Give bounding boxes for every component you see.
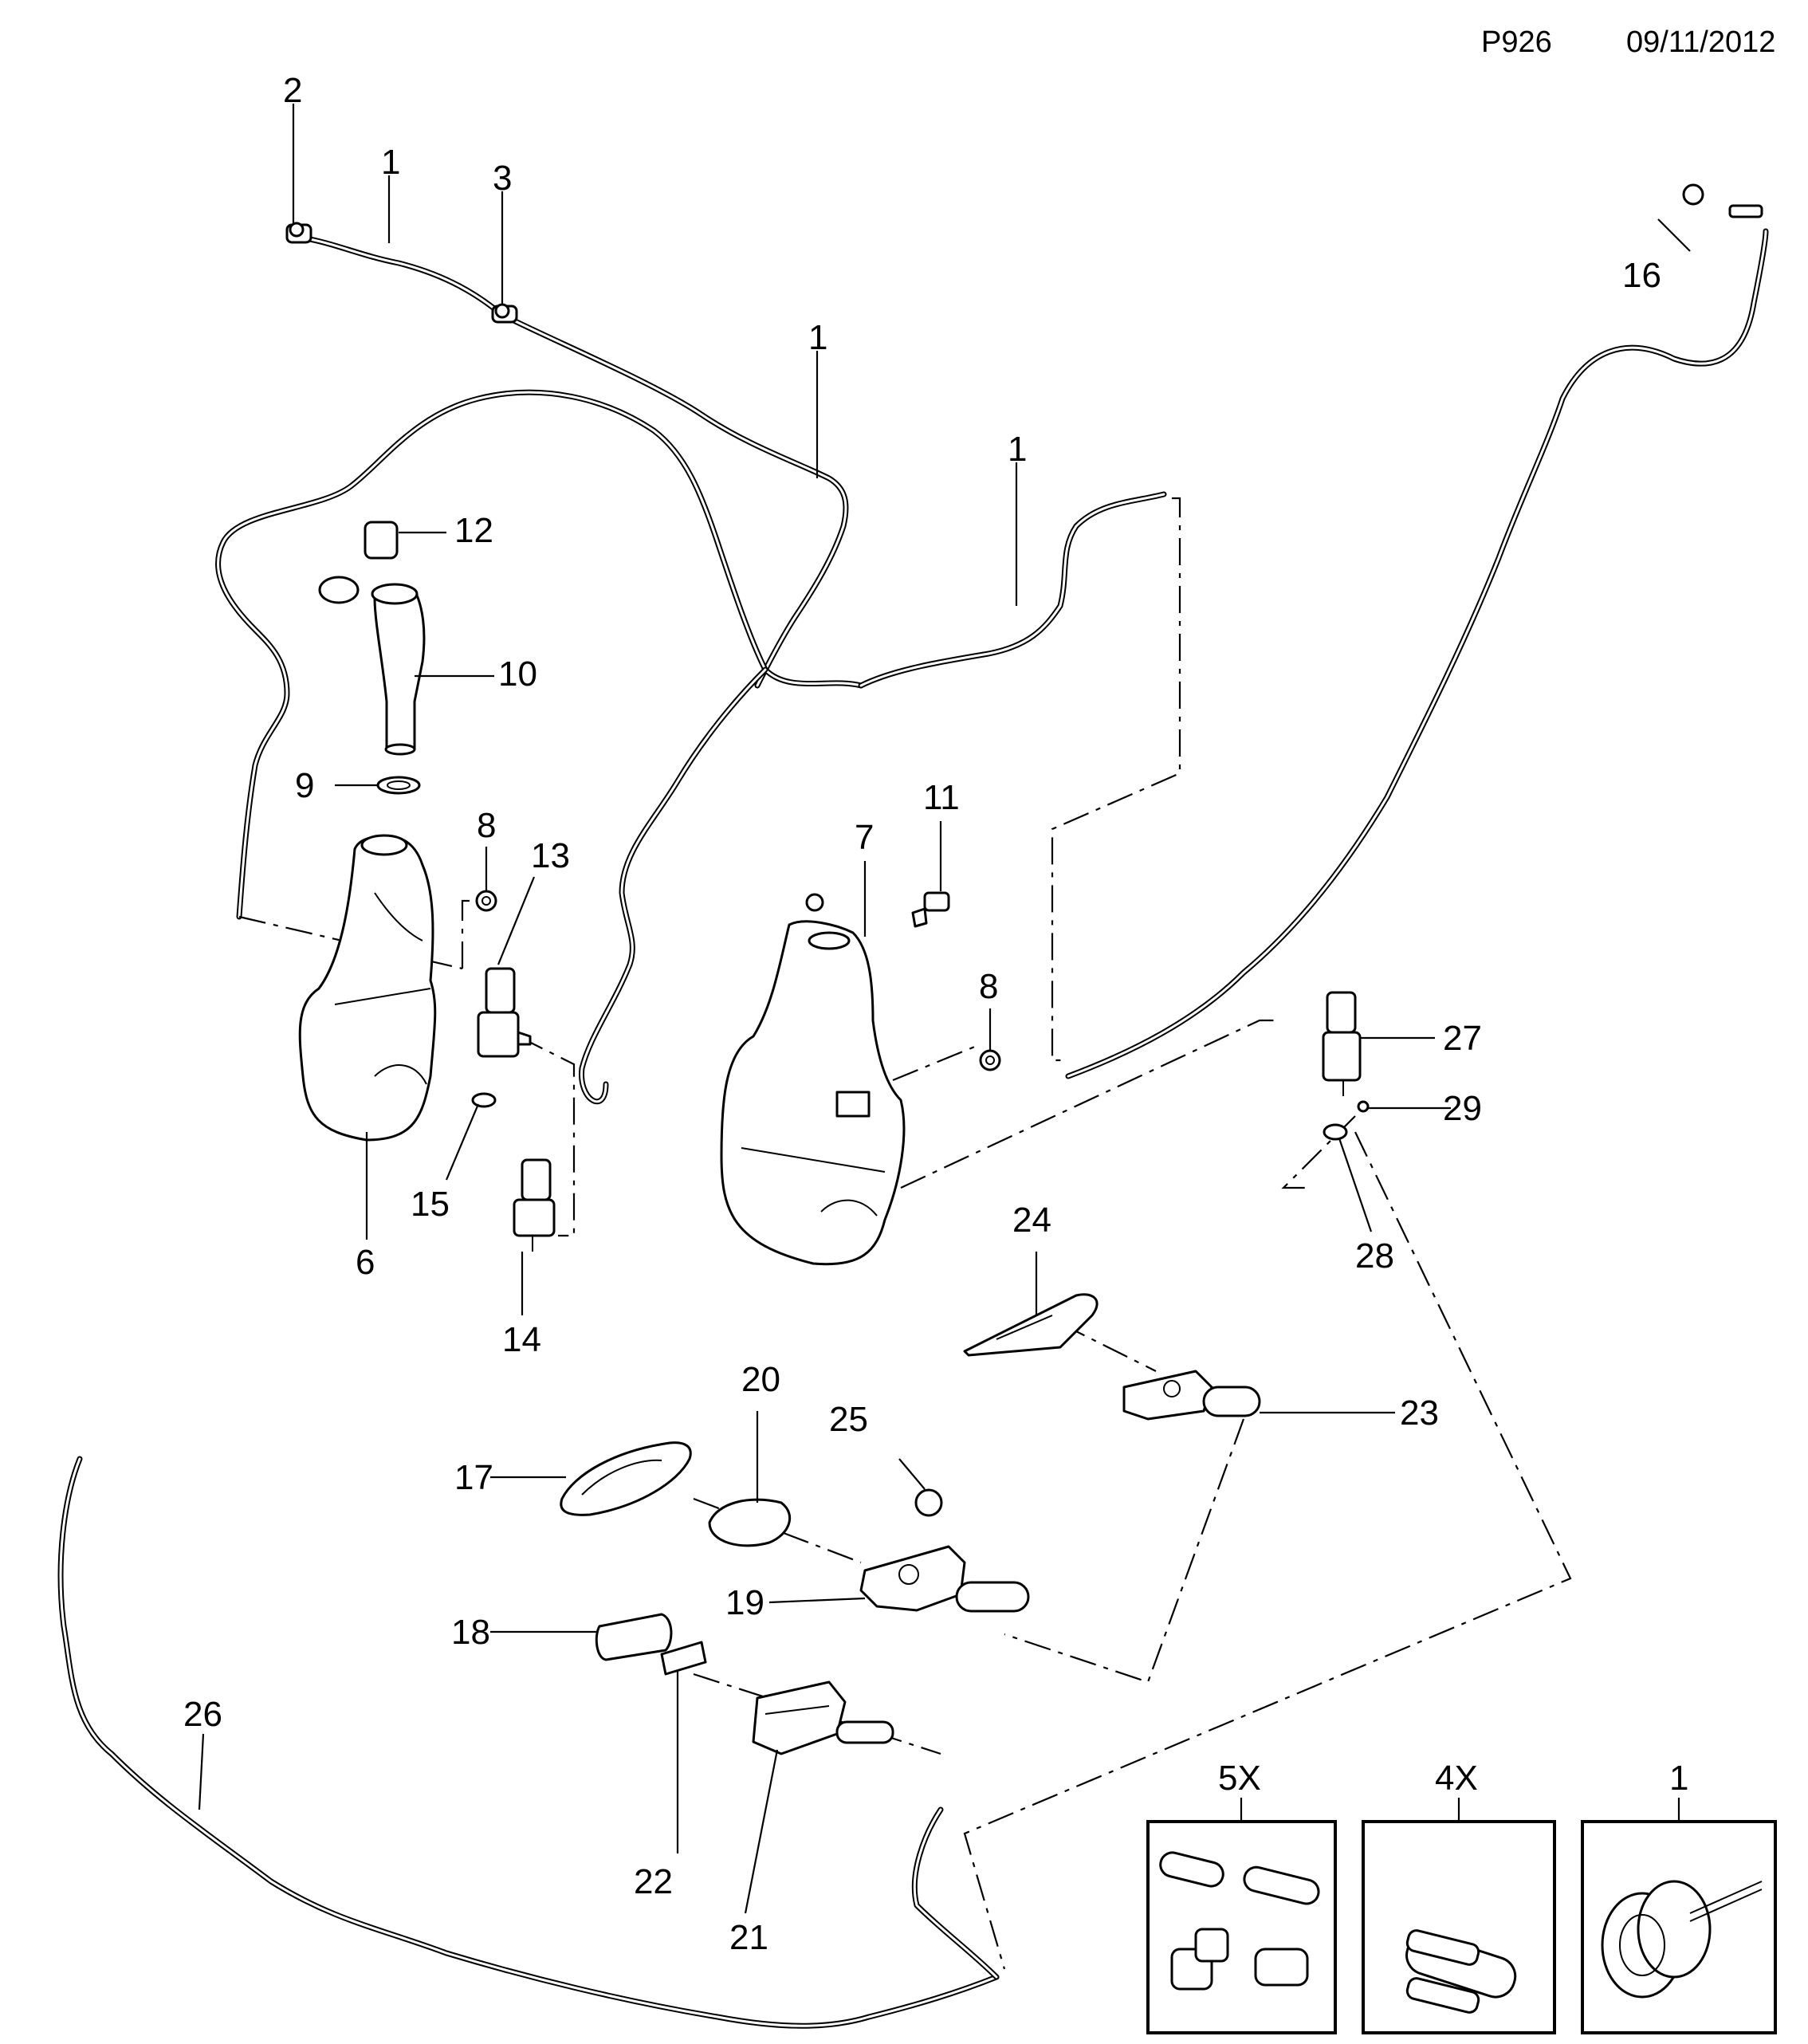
washer-actuator-21 xyxy=(752,1680,894,1755)
inset-box-1: 1 xyxy=(1581,1759,1777,2034)
callout-15: 15 xyxy=(411,1185,450,1224)
callout-6: 6 xyxy=(356,1243,375,1282)
washer-hose-top xyxy=(298,234,849,689)
pump-14 xyxy=(513,1158,556,1252)
pump-13 xyxy=(477,967,532,1058)
callout-1-box: 1 xyxy=(1669,1759,1688,1798)
clip-22 xyxy=(660,1641,707,1676)
callout-11: 11 xyxy=(923,778,960,817)
nozzle-11 xyxy=(911,891,950,928)
callout-23: 23 xyxy=(1400,1393,1439,1433)
callout-19: 19 xyxy=(725,1583,764,1622)
hose-connector-2 xyxy=(285,222,312,244)
leader-lines xyxy=(198,104,1691,1914)
pump-27 xyxy=(1322,991,1362,1096)
filler-neck-10 xyxy=(371,583,426,756)
callout-1-top: 1 xyxy=(381,143,400,182)
grommet-15 xyxy=(471,1092,497,1108)
clip-29 xyxy=(1357,1100,1370,1113)
diagram-date: 09/11/2012 xyxy=(1626,26,1776,59)
washer-hose-center xyxy=(579,491,1167,1105)
washer-hose-left-loop xyxy=(215,389,864,920)
callout-3: 3 xyxy=(493,159,512,198)
callout-16: 16 xyxy=(1622,256,1661,295)
callout-28: 28 xyxy=(1355,1236,1394,1276)
washer-hose-right xyxy=(1065,228,1769,1079)
washer-hose-bottom xyxy=(57,1456,1000,2029)
callout-2: 2 xyxy=(283,71,302,110)
filler-cap-12 xyxy=(364,521,399,560)
inset-box-5x: 5X xyxy=(1146,1759,1337,2034)
callout-9: 9 xyxy=(295,766,314,805)
callout-21: 21 xyxy=(729,1918,768,1957)
filler-cap-lid xyxy=(318,576,360,604)
callout-25: 25 xyxy=(829,1400,868,1439)
grommet-8-right xyxy=(979,1049,1001,1071)
callout-29: 29 xyxy=(1443,1089,1482,1128)
washer-nozzle-19 xyxy=(859,1545,1030,1613)
callout-8-left: 8 xyxy=(477,806,496,845)
callout-8-right: 8 xyxy=(979,967,998,1006)
hose-connector-3 xyxy=(491,303,518,324)
cap-25 xyxy=(914,1488,943,1517)
callout-numbers: 2 1 3 1 1 16 12 10 9 8 13 11 7 8 6 15 14… xyxy=(183,71,1661,1957)
callout-17: 17 xyxy=(454,1458,493,1497)
grommet-28 xyxy=(1323,1123,1348,1141)
callout-5x: 5X xyxy=(1218,1759,1261,1798)
inset-box-4x: 4X xyxy=(1362,1759,1556,2034)
cover-24 xyxy=(963,1293,1099,1357)
cover-17 xyxy=(560,1441,692,1516)
assembly-dash-lines xyxy=(238,497,1572,1970)
callout-13: 13 xyxy=(531,836,570,875)
washer-nozzle-23 xyxy=(1122,1370,1261,1421)
callout-7: 7 xyxy=(855,818,874,857)
callout-26: 26 xyxy=(183,1695,222,1734)
grommet-8-left xyxy=(475,890,497,912)
callout-4x: 4X xyxy=(1435,1759,1478,1798)
callout-14: 14 xyxy=(502,1320,541,1359)
seal-20 xyxy=(708,1498,792,1547)
callout-24: 24 xyxy=(1012,1201,1051,1240)
cover-18 xyxy=(595,1613,673,1661)
callout-22: 22 xyxy=(634,1862,673,1901)
callout-27: 27 xyxy=(1443,1019,1482,1058)
hose-connector-16 xyxy=(1682,183,1763,218)
diagram-code: P926 xyxy=(1481,26,1552,59)
seal-9 xyxy=(376,776,421,795)
callout-10: 10 xyxy=(498,654,537,694)
callout-12: 12 xyxy=(454,511,493,550)
callout-1-right: 1 xyxy=(1008,430,1027,469)
callout-20: 20 xyxy=(741,1360,780,1399)
reservoir-right-7 xyxy=(720,893,906,1266)
reservoir-left-6 xyxy=(298,834,437,1142)
callout-18: 18 xyxy=(451,1613,490,1652)
callout-1-mid: 1 xyxy=(808,318,827,357)
